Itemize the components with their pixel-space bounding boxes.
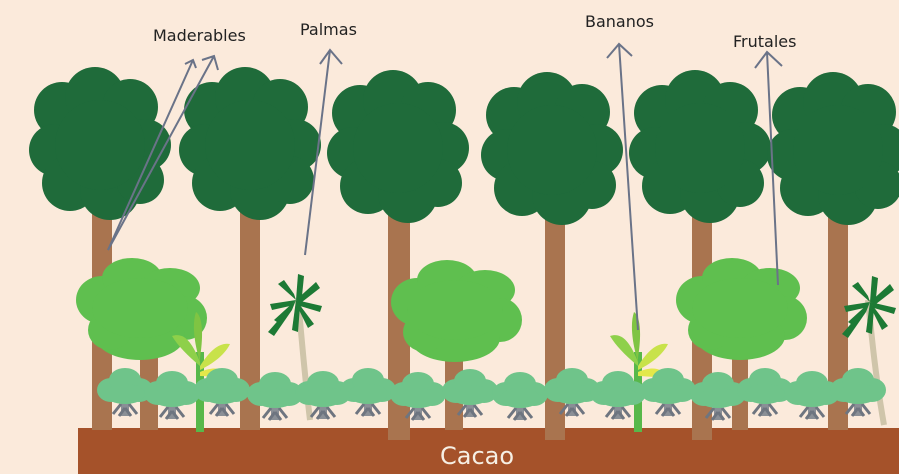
cacao-shrubs: [97, 368, 886, 420]
label-maderables: Maderables: [153, 26, 246, 45]
label-cacao: Cacao: [440, 442, 514, 470]
label-palmas: Palmas: [300, 20, 357, 39]
label-frutales: Frutales: [733, 32, 796, 51]
label-bananos: Bananos: [585, 12, 654, 31]
